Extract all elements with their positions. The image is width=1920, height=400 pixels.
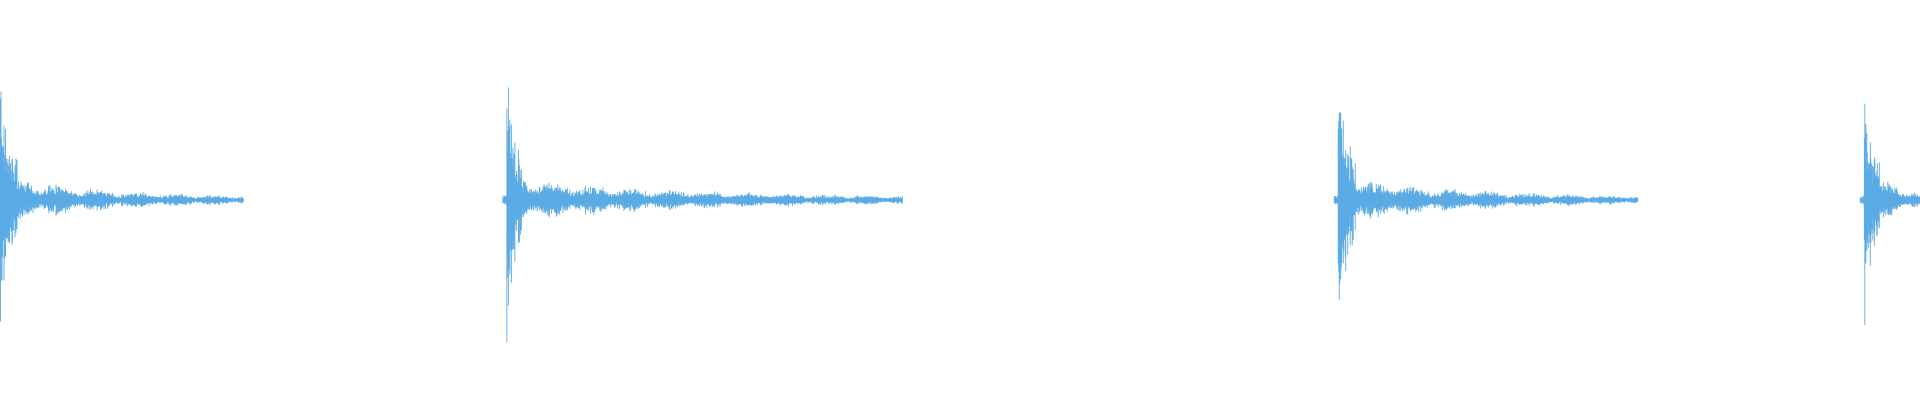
waveform-event-2	[502, 87, 903, 343]
waveform-event-4	[1859, 103, 1920, 325]
waveform-events	[0, 87, 1920, 343]
waveform-event-1	[0, 91, 244, 322]
waveform-event-3	[1333, 112, 1639, 300]
